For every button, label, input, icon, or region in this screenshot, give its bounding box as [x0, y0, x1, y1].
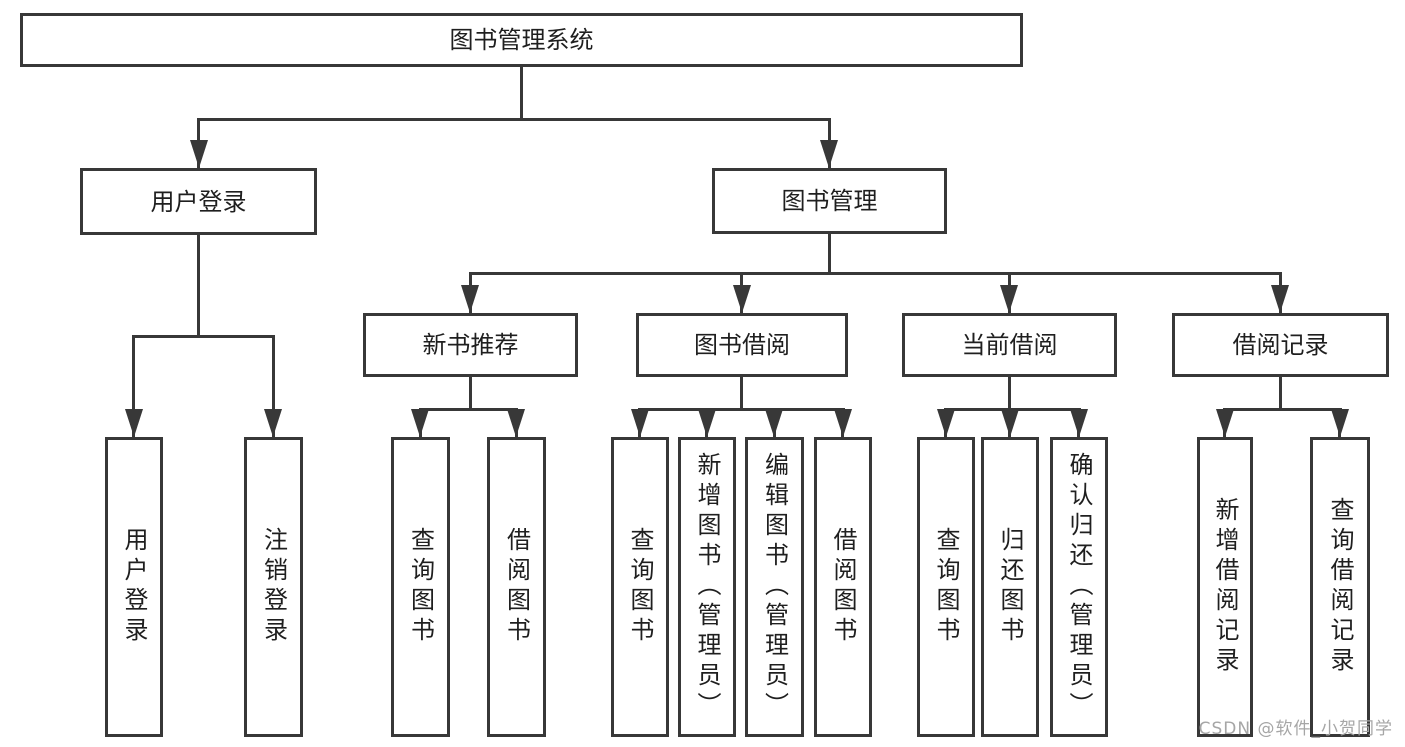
leaf-bb-query-books: 查询图书: [611, 437, 669, 737]
connector-line: [1279, 377, 1282, 408]
arrowhead-icon: [1001, 409, 1019, 437]
arrowhead-icon: [937, 409, 955, 437]
connector-line: [197, 118, 831, 121]
connector-line: [520, 67, 523, 118]
leaf-user-login: 用户登录: [105, 437, 163, 737]
arrowhead-icon: [1331, 409, 1349, 437]
arrowhead-icon: [820, 140, 838, 168]
arrowhead-icon: [507, 409, 525, 437]
connector-line: [1223, 408, 1342, 411]
arrowhead-icon: [125, 409, 143, 437]
connector-line: [638, 408, 845, 411]
node-book-borrowing: 图书借阅: [636, 313, 848, 377]
leaf-cb-return-books: 归还图书: [981, 437, 1039, 737]
node-book-management: 图书管理: [712, 168, 947, 234]
node-current-borrowing: 当前借阅: [902, 313, 1117, 377]
arrowhead-icon: [190, 140, 208, 168]
arrowhead-icon: [1216, 409, 1234, 437]
leaf-bb-add-books-admin: 新增图书（管理员）: [678, 437, 736, 737]
leaf-bb-edit-books-admin: 编辑图书（管理员）: [745, 437, 804, 737]
connector-line: [197, 235, 200, 335]
leaf-cb-confirm-return-admin: 确认归还（管理员）: [1050, 437, 1108, 737]
leaf-br-add-record: 新增借阅记录: [1197, 437, 1253, 737]
connector-line: [740, 377, 743, 408]
connector-line: [469, 377, 472, 408]
connector-line: [132, 335, 135, 437]
arrowhead-icon: [733, 285, 751, 313]
node-new-book-recommend: 新书推荐: [363, 313, 578, 377]
arrowhead-icon: [1070, 409, 1088, 437]
connector-line: [132, 335, 275, 338]
arrowhead-icon: [765, 409, 783, 437]
leaf-cb-query-books: 查询图书: [917, 437, 975, 737]
arrowhead-icon: [1271, 285, 1289, 313]
connector-line: [272, 335, 275, 437]
leaf-nb-query-books: 查询图书: [391, 437, 450, 737]
arrowhead-icon: [1000, 285, 1018, 313]
arrowhead-icon: [411, 409, 429, 437]
arrowhead-icon: [631, 409, 649, 437]
arrowhead-icon: [264, 409, 282, 437]
arrowhead-icon: [834, 409, 852, 437]
leaf-br-query-record: 查询借阅记录: [1310, 437, 1370, 737]
connector-line: [828, 234, 831, 272]
connector-line: [1008, 377, 1011, 408]
arrowhead-icon: [461, 285, 479, 313]
connector-line: [419, 408, 518, 411]
leaf-logout: 注销登录: [244, 437, 303, 737]
node-library-management-system: 图书管理系统: [20, 13, 1023, 67]
leaf-bb-borrow-books: 借阅图书: [814, 437, 872, 737]
arrowhead-icon: [698, 409, 716, 437]
node-user-login: 用户登录: [80, 168, 317, 235]
node-borrow-records: 借阅记录: [1172, 313, 1389, 377]
connector-line: [469, 272, 1282, 275]
watermark: CSDN @软件_小贺同学: [1198, 719, 1393, 739]
leaf-nb-borrow-books: 借阅图书: [487, 437, 546, 737]
